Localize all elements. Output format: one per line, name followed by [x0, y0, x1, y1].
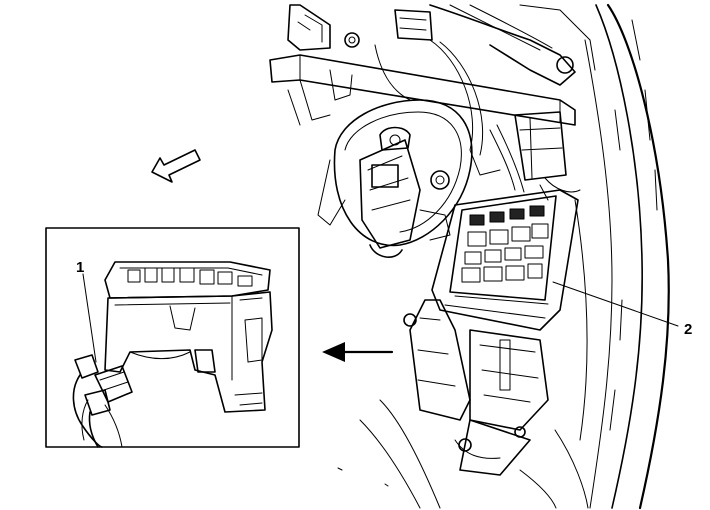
upper-frame — [269, 4, 596, 156]
wiring-connector — [72, 354, 133, 448]
fuse-block-installed — [359, 189, 579, 509]
callout-1: 1 — [76, 259, 84, 276]
callout-2: 2 — [684, 321, 692, 338]
direction-arrow-icon — [151, 149, 201, 183]
brake-booster — [317, 99, 473, 258]
view-arrow-icon — [322, 342, 394, 362]
callout-1-leader — [82, 273, 97, 363]
fender-panel — [519, 3, 670, 510]
fuse-block-housing — [104, 261, 273, 413]
detail-inset: 1 — [45, 227, 300, 448]
callout-2-leader — [552, 281, 679, 327]
side-components — [469, 111, 581, 201]
